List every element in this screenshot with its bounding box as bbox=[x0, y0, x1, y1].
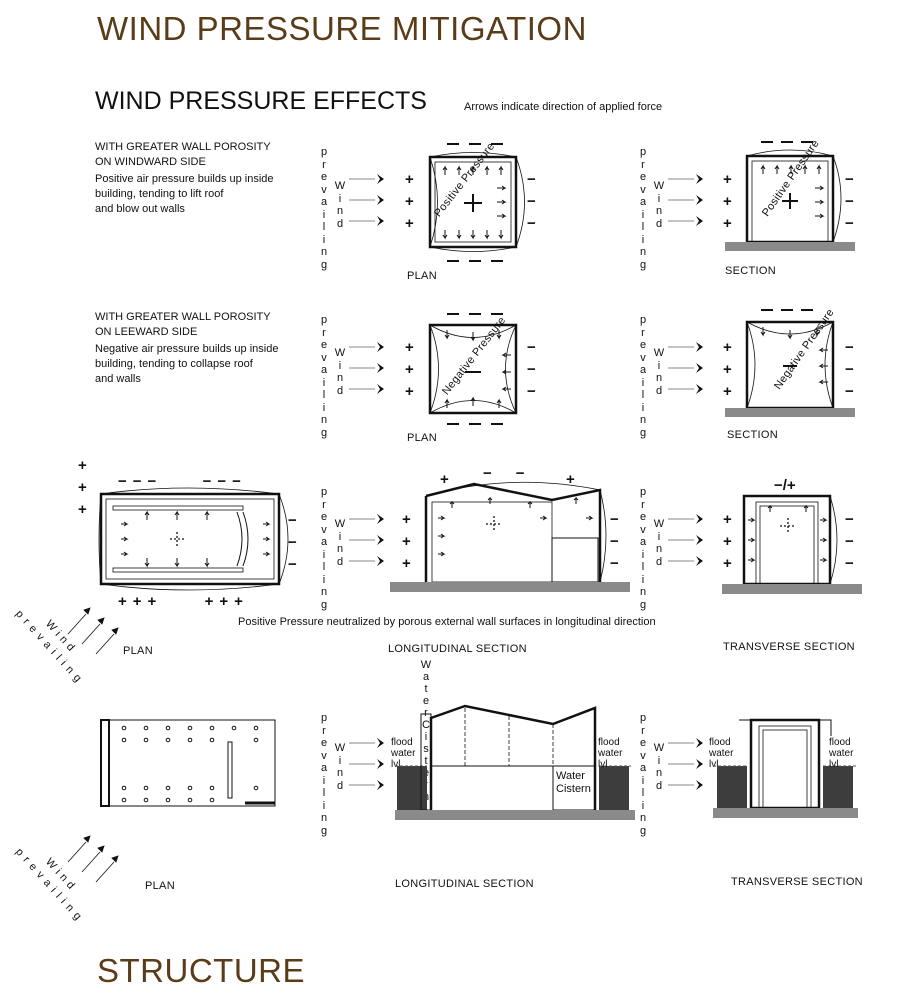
section-minus-marks: − − − bbox=[845, 171, 854, 232]
leeward-text-2: building, tending to collapse roof bbox=[95, 358, 253, 370]
caption-plan-1: PLAN bbox=[407, 270, 437, 282]
caption-longitudinal-2: LONGITUDINAL SECTION bbox=[395, 878, 534, 890]
windward-plan-drawing bbox=[428, 143, 525, 262]
windward-plus-marks: + + + bbox=[405, 171, 414, 232]
caption-transverse-1: TRANSVERSE SECTION bbox=[723, 641, 855, 653]
windward-heading-2: ON WINDWARD SIDE bbox=[95, 156, 206, 168]
leeward-heading-2: ON LEEWARD SIDE bbox=[95, 326, 198, 338]
footer-title: STRUCTURE bbox=[97, 952, 305, 989]
wind-arrows bbox=[668, 736, 708, 804]
caption-section-1: SECTION bbox=[725, 265, 776, 277]
leeward-plan-drawing bbox=[428, 313, 518, 425]
caption-plan-4: PLAN bbox=[145, 880, 175, 892]
section-plus-marks: + + + bbox=[723, 171, 732, 232]
wind-arrows bbox=[668, 512, 708, 580]
windward-heading-1: WITH GREATER WALL POROSITY bbox=[95, 141, 271, 153]
section-subtitle: WIND PRESSURE EFFECTS bbox=[95, 87, 427, 115]
windward-section-drawing bbox=[725, 141, 855, 251]
leeward-plus-marks: + + + bbox=[405, 339, 414, 400]
section-minus-marks: − − − bbox=[845, 339, 854, 400]
long-section-plus-marks: + + + bbox=[402, 511, 411, 572]
neutralized-note: Positive Pressure neutralized by porous … bbox=[238, 616, 656, 628]
windward-minus-marks: − − − bbox=[527, 171, 536, 232]
roof-plus-left: + bbox=[440, 471, 449, 488]
long-plan-drawing bbox=[98, 487, 289, 591]
roof-plus-right: + bbox=[566, 471, 575, 488]
page-title: WIND PRESSURE MITIGATION bbox=[97, 10, 587, 47]
plan-plus-marks-bottom: +++ +++ bbox=[118, 593, 249, 610]
caption-longitudinal-1: LONGITUDINAL SECTION bbox=[388, 643, 527, 655]
wind-arrows bbox=[349, 340, 389, 408]
leeward-text-3: and walls bbox=[95, 373, 141, 385]
windward-text-2: building, tending to lift roof bbox=[95, 188, 224, 200]
wind-arrows bbox=[349, 736, 389, 804]
plan-plus-marks-left: + + + bbox=[78, 457, 87, 518]
windward-text-3: and blow out walls bbox=[95, 203, 185, 215]
caption-transverse-2: TRANSVERSE SECTION bbox=[731, 876, 863, 888]
transverse-minus-marks: − − − bbox=[845, 511, 854, 572]
leeward-description: WITH GREATER WALL POROSITY ON LEEWARD SI… bbox=[95, 310, 278, 387]
diagonal-wind-indicator: prevailing Wind bbox=[13, 606, 120, 696]
transverse-section-drawing bbox=[722, 494, 862, 594]
leeward-heading-1: WITH GREATER WALL POROSITY bbox=[95, 311, 271, 323]
roof-minus-marks: −− bbox=[483, 465, 549, 482]
subtitle-note: Arrows indicate direction of applied for… bbox=[464, 101, 663, 113]
leeward-section-drawing bbox=[725, 309, 855, 417]
roof-mark: −/+ bbox=[774, 477, 796, 494]
leeward-minus-marks: − − − bbox=[527, 339, 536, 400]
transverse-plus-marks: + + + bbox=[723, 511, 732, 572]
caption-plan-2: PLAN bbox=[407, 432, 437, 444]
windward-description: WITH GREATER WALL POROSITY ON WINDWARD S… bbox=[95, 140, 274, 217]
windward-text-1: Positive air pressure builds up inside bbox=[95, 173, 274, 185]
leeward-text-1: Negative air pressure builds up inside bbox=[95, 343, 279, 355]
section-plus-marks: + + + bbox=[723, 339, 732, 400]
wind-arrows bbox=[349, 512, 389, 580]
structure-plan-drawing bbox=[100, 719, 276, 807]
wind-arrows bbox=[349, 172, 389, 240]
diagonal-wind-indicator: prevailing Wind bbox=[13, 835, 120, 934]
plan-minus-marks-right: − − − bbox=[288, 512, 297, 573]
caption-plan-3: PLAN bbox=[123, 645, 153, 657]
wind-arrows bbox=[668, 340, 708, 408]
caption-section-2: SECTION bbox=[727, 429, 778, 441]
wind-arrows bbox=[668, 172, 708, 240]
long-section-minus-marks: − − − bbox=[610, 511, 619, 572]
plan-minus-marks-top: −−− −−− bbox=[118, 473, 247, 490]
structure-longitudinal-drawing bbox=[395, 704, 635, 820]
longitudinal-section-drawing bbox=[390, 481, 630, 592]
structure-transverse-drawing bbox=[713, 718, 858, 818]
